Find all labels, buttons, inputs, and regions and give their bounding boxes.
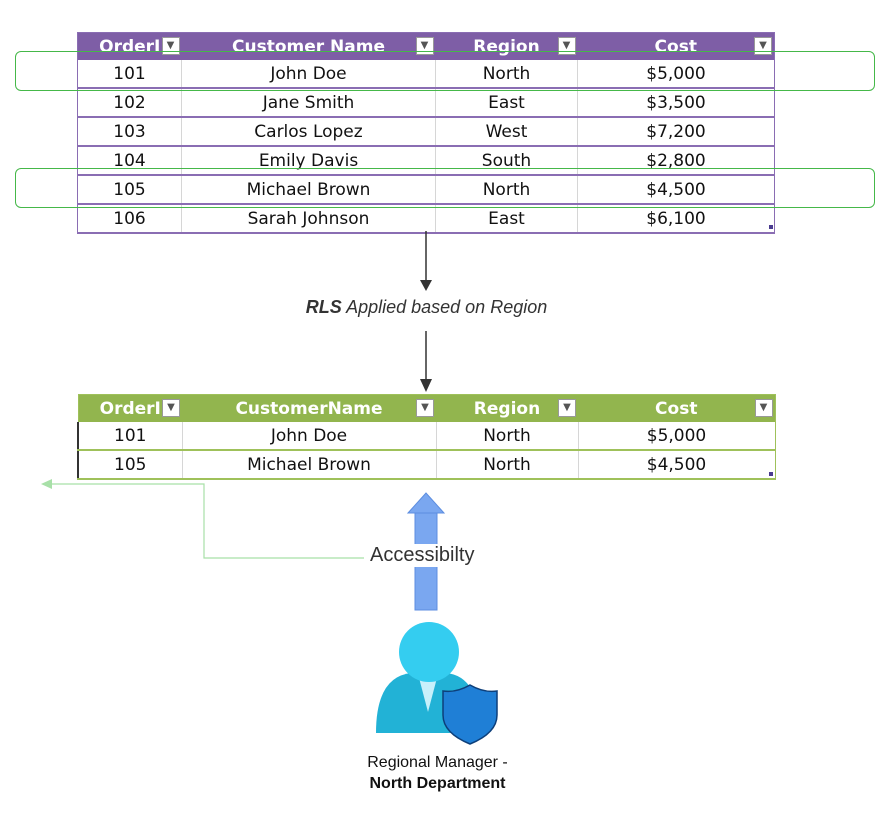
cell-order-id: 102 — [77, 88, 182, 118]
cell-region: East — [435, 88, 578, 118]
filter-dropdown-icon[interactable]: ▼ — [415, 37, 434, 55]
filter-dropdown-icon[interactable]: ▼ — [754, 37, 772, 55]
user-role-caption: Regional Manager - North Department — [300, 752, 575, 794]
cell-region: West — [435, 117, 578, 147]
user-role-line-1: Regional Manager - — [367, 754, 508, 771]
cell-order-id: 103 — [77, 117, 182, 147]
cell-cost: $3,500 — [577, 88, 775, 118]
table-row: 105 Michael Brown North $4,500 — [77, 450, 775, 480]
filter-dropdown-icon[interactable]: ▼ — [416, 399, 434, 417]
arrow-head-icon — [420, 280, 432, 291]
arrow-head-icon — [41, 479, 52, 489]
filtered-table-header: OrderI▼ CustomerName▼ Region▼ Cost▼ — [78, 394, 775, 422]
cell-region: North — [436, 422, 579, 451]
header-region: Region▼ — [436, 394, 578, 422]
cell-order-id: 104 — [77, 146, 182, 176]
cell-order-id: 101 — [77, 60, 182, 89]
filtered-table: OrderI▼ CustomerName▼ Region▼ Cost▼ 101 … — [77, 394, 776, 480]
accessibility-label: Accessibilty — [368, 544, 477, 567]
highlight-north-row-1 — [15, 51, 875, 91]
header-order-id: OrderI▼ — [78, 394, 182, 422]
filter-dropdown-icon[interactable]: ▼ — [557, 37, 576, 55]
table-resize-handle[interactable] — [769, 472, 773, 476]
cell-region: East — [435, 204, 578, 234]
table-row: 102 Jane Smith East $3,500 — [77, 88, 775, 118]
table-row: 105 Michael Brown North $4,500 — [77, 175, 775, 205]
cell-cost: $2,800 — [577, 146, 775, 176]
table-row: 101 John Doe North $5,000 — [77, 60, 775, 89]
header-cost: Cost▼ — [578, 394, 775, 422]
filter-dropdown-icon[interactable]: ▼ — [161, 37, 180, 55]
header-customer-name: CustomerName▼ — [182, 394, 436, 422]
filter-dropdown-icon[interactable]: ▼ — [558, 399, 576, 417]
table-row: 104 Emily Davis South $2,800 — [77, 146, 775, 176]
highlight-north-row-2 — [15, 168, 875, 208]
filter-dropdown-icon[interactable]: ▼ — [754, 399, 773, 417]
cell-region: North — [435, 60, 578, 89]
cell-cost: $7,200 — [577, 117, 775, 147]
cell-cost: $5,000 — [578, 422, 775, 451]
cell-region: South — [435, 146, 578, 176]
rls-label: RLS Applied based on Region — [305, 297, 548, 317]
source-table: OrderI▼ Customer Name▼ Region▼ Cost▼ 101… — [77, 32, 775, 234]
user-shield-icon — [376, 622, 498, 745]
header-cost: Cost▼ — [577, 32, 775, 60]
cell-region: North — [436, 450, 579, 480]
table-resize-handle[interactable] — [769, 225, 773, 229]
cell-customer-name: Carlos Lopez — [181, 117, 436, 147]
cell-order-id: 105 — [77, 175, 182, 205]
cell-customer-name: Emily Davis — [181, 146, 436, 176]
table-row: 106 Sarah Johnson East $6,100 — [77, 204, 775, 234]
cell-region: North — [435, 175, 578, 205]
cell-customer-name: Jane Smith — [181, 88, 436, 118]
cell-cost: $6,100 — [577, 204, 775, 234]
cell-order-id: 106 — [77, 204, 182, 234]
table-row: 103 Carlos Lopez West $7,200 — [77, 117, 775, 147]
cell-customer-name: John Doe — [181, 60, 436, 89]
arrow-head-icon — [420, 379, 432, 392]
user-role-line-2: North Department — [369, 775, 506, 792]
cell-order-id: 105 — [77, 450, 183, 480]
accessibility-connector — [48, 483, 364, 559]
cell-customer-name: Michael Brown — [181, 175, 436, 205]
table-row: 101 John Doe North $5,000 — [77, 422, 775, 451]
filter-dropdown-icon[interactable]: ▼ — [162, 399, 180, 417]
cell-customer-name: Michael Brown — [182, 450, 437, 480]
cell-customer-name: John Doe — [182, 422, 437, 451]
cell-order-id: 101 — [77, 422, 183, 451]
cell-customer-name: Sarah Johnson — [181, 204, 436, 234]
cell-cost: $5,000 — [577, 60, 775, 89]
cell-cost: $4,500 — [577, 175, 775, 205]
cell-cost: $4,500 — [578, 450, 775, 480]
